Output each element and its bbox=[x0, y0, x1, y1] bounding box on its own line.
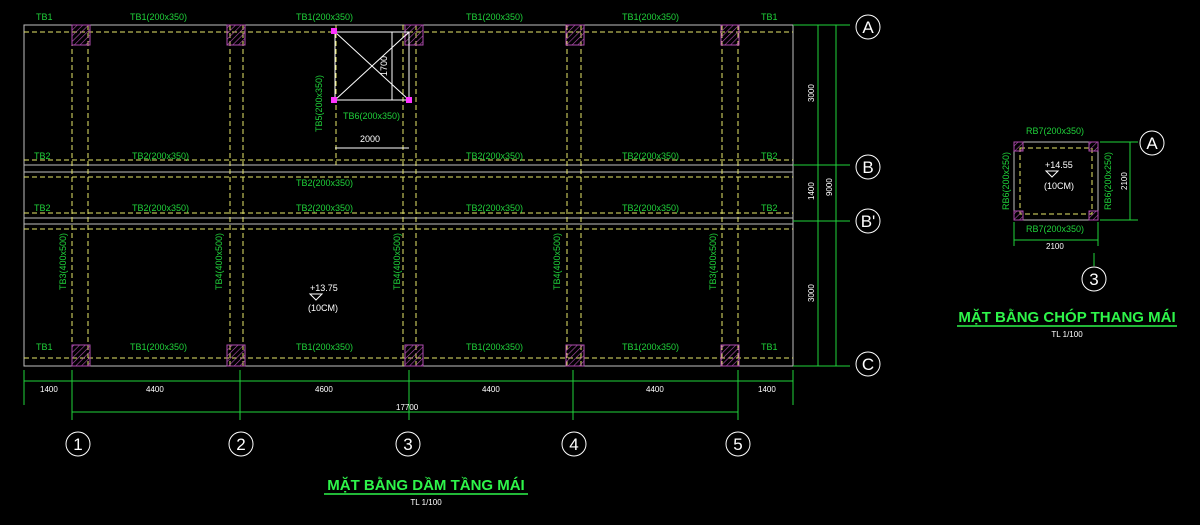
main-plan-title: MẶT BẰNG DẦM TẦNG MÁI bbox=[327, 476, 524, 494]
beam-tb2-label: TB2(200x350) bbox=[466, 151, 523, 161]
grid-bubbles-rows: A B B' C bbox=[855, 14, 881, 377]
beam-tb2-label: TB2(200x350) bbox=[622, 203, 679, 213]
beam-tb1-label: TB1(200x350) bbox=[130, 12, 187, 22]
beam-tb2-label: TB2(200x350) bbox=[622, 151, 679, 161]
grid-row-c: C bbox=[862, 355, 874, 374]
stair-height-dim: 1700 bbox=[379, 56, 389, 76]
beam-tb6-label: TB6(200x350) bbox=[343, 111, 400, 121]
bottom-dimensions: 1400 4400 4600 4400 4400 1400 17700 bbox=[23, 370, 794, 420]
grid-bubbles-cols: 1 2 3 4 5 bbox=[65, 431, 751, 457]
dim-right-1: 3000 bbox=[807, 84, 816, 102]
dim-right-2: 1400 bbox=[807, 182, 816, 200]
beam-tb2-label: TB2(200x350) bbox=[466, 203, 523, 213]
beam-tb4-label: TB4(400x500) bbox=[214, 233, 224, 290]
stair-beam-bottom: RB7(200x350) bbox=[1026, 224, 1084, 234]
stair-beam-left: RB6(200x250) bbox=[1001, 152, 1011, 210]
level-value: +13.75 bbox=[310, 283, 338, 293]
stair-level-value: +14.55 bbox=[1045, 160, 1073, 170]
beam-tb2-label: TB2(200x350) bbox=[132, 151, 189, 161]
beam-tb1-label: TB1 bbox=[36, 342, 53, 352]
beam-tb1-label: TB1(200x350) bbox=[296, 12, 353, 22]
grid-col-3: 3 bbox=[403, 435, 412, 454]
stair-grid-col-3: 3 bbox=[1089, 270, 1098, 289]
beam-tb3-label: TB3(400x500) bbox=[708, 233, 718, 290]
grid-col-5: 5 bbox=[733, 435, 742, 454]
grid-row-b: B bbox=[862, 158, 873, 177]
stair-dim-height: 2100 bbox=[1120, 172, 1129, 190]
beam-tb1-label: TB1 bbox=[36, 12, 53, 22]
dim-bottom-4: 4400 bbox=[482, 385, 500, 394]
dim-bottom-2: 4400 bbox=[146, 385, 164, 394]
dim-bottom-6: 1400 bbox=[758, 385, 776, 394]
stair-beam-top: RB7(200x350) bbox=[1026, 126, 1084, 136]
beam-tb1-label: TB1(200x350) bbox=[622, 12, 679, 22]
beam-tb1-label: TB1 bbox=[761, 12, 778, 22]
beam-tb3-label: TB3(400x500) bbox=[58, 233, 68, 290]
beam-tb2-label: TB2 bbox=[761, 203, 778, 213]
stair-grid-row-a: A bbox=[1146, 134, 1158, 153]
beam-lines-horizontal bbox=[24, 31, 793, 359]
main-plan: TB1 TB1(200x350) TB1(200x350) TB1(200x35… bbox=[23, 12, 881, 507]
beam-labels: TB1 TB1(200x350) TB1(200x350) TB1(200x35… bbox=[34, 12, 778, 352]
dim-right-3: 3000 bbox=[807, 284, 816, 302]
stair-width-dim: 2000 bbox=[360, 134, 380, 144]
grid-col-4: 4 bbox=[569, 435, 578, 454]
beam-lines-vertical bbox=[71, 25, 739, 366]
beam-tb1-label: TB1(200x350) bbox=[466, 12, 523, 22]
beam-tb2-label: TB2(200x350) bbox=[296, 178, 353, 188]
level-marker: +13.75 (10CM) bbox=[308, 283, 338, 313]
beam-tb1-label: TB1(200x350) bbox=[622, 342, 679, 352]
dim-bottom-5: 4400 bbox=[646, 385, 664, 394]
dim-right-total: 9000 bbox=[825, 178, 834, 196]
dim-bottom-3: 4600 bbox=[315, 385, 333, 394]
stair-roof-plan: RB7(200x350) RB7(200x350) RB6(200x250) R… bbox=[957, 126, 1177, 339]
beam-tb2-label: TB2(200x350) bbox=[132, 203, 189, 213]
stair-opening bbox=[331, 28, 412, 149]
beam-tb2-label: TB2 bbox=[34, 203, 51, 213]
right-dimensions: 3000 1400 3000 9000 bbox=[793, 24, 850, 367]
slab-thickness: (10CM) bbox=[308, 303, 338, 313]
grid-row-a: A bbox=[862, 18, 874, 37]
columns bbox=[71, 24, 740, 367]
stair-plan-scale: TL 1/100 bbox=[1051, 330, 1083, 339]
stair-beam-right: RB6(200x250) bbox=[1103, 152, 1113, 210]
stair-slab-thickness: (10CM) bbox=[1044, 181, 1074, 191]
main-plan-scale: TL 1/100 bbox=[410, 498, 442, 507]
beam-tb4-label: TB4(400x500) bbox=[552, 233, 562, 290]
beam-tb5-label: TB5(200x350) bbox=[314, 75, 324, 132]
beam-tb2-label: TB2 bbox=[761, 151, 778, 161]
grid-col-1: 1 bbox=[73, 435, 82, 454]
beam-tb2-label: TB2 bbox=[34, 151, 51, 161]
stair-dim-width: 2100 bbox=[1046, 242, 1064, 251]
beam-tb1-label: TB1(200x350) bbox=[296, 342, 353, 352]
beam-tb1-label: TB1 bbox=[761, 342, 778, 352]
beam-tb4-label: TB4(400x500) bbox=[392, 233, 402, 290]
dim-total: 17700 bbox=[396, 403, 419, 412]
stair-plan-title: MẶT BẰNG CHÓP THANG MÁI bbox=[958, 308, 1175, 326]
grid-col-2: 2 bbox=[236, 435, 245, 454]
dim-bottom-1: 1400 bbox=[40, 385, 58, 394]
beam-tb1-label: TB1(200x350) bbox=[130, 342, 187, 352]
grid-row-b-prime: B' bbox=[861, 212, 876, 231]
beam-tb1-label: TB1(200x350) bbox=[466, 342, 523, 352]
beam-tb2-label: TB2(200x350) bbox=[296, 203, 353, 213]
